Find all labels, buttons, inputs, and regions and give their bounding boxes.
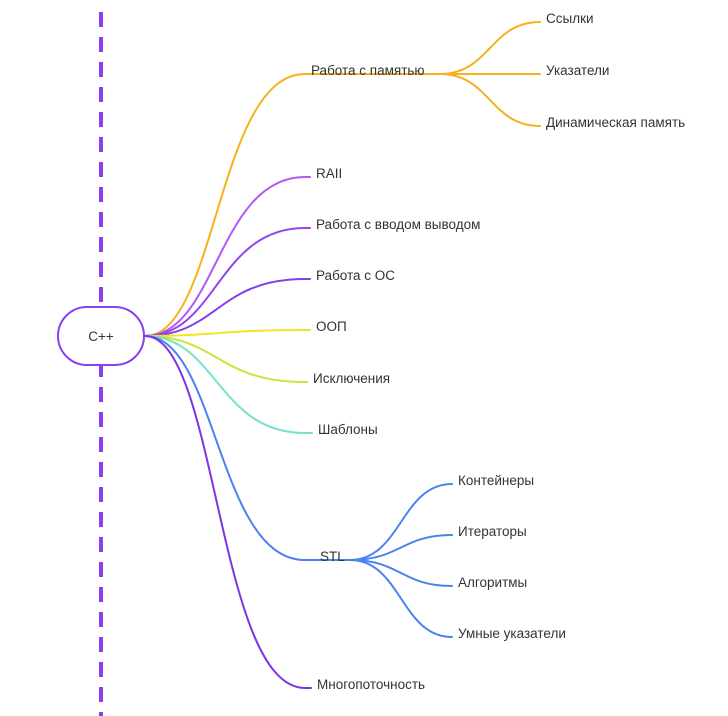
node-memory-child-0[interactable]: Ссылки [546,11,594,26]
connector-stl-child-1 [349,534,453,561]
node-stl-child-2[interactable]: Алгоритмы [458,575,528,590]
root-node[interactable]: C++ [57,306,145,366]
node-os[interactable]: Работа с ОС [316,268,396,283]
connector-layer [144,21,541,689]
node-io[interactable]: Работа с вводом выводом [316,217,481,232]
connector-stl-child-3 [349,559,453,638]
connector-memory-child-0 [439,21,541,75]
node-stl-child-0[interactable]: Контейнеры [458,473,535,488]
node-threads[interactable]: Многопоточность [317,677,426,692]
node-memory-child-1[interactable]: Указатели [546,63,610,78]
connector-io [144,227,311,337]
connector-memory-child-2 [439,73,541,127]
connector-stl [144,335,351,561]
connector-stl-child-2 [349,559,453,587]
node-stl[interactable]: STL [320,549,345,564]
connector-raii [144,176,311,337]
connector-threads [144,335,312,689]
node-oop[interactable]: ООП [316,319,347,334]
node-raii[interactable]: RAII [316,166,343,181]
connector-os [144,278,311,337]
node-exceptions[interactable]: Исключения [313,371,391,386]
connector-templates [144,335,313,434]
node-templates[interactable]: Шаблоны [318,422,378,437]
node-stl-child-1[interactable]: Итераторы [458,524,527,539]
connector-exceptions [144,335,308,383]
connector-memory [144,73,441,337]
node-stl-child-3[interactable]: Умные указатели [458,626,566,641]
node-memory[interactable]: Работа с памятью [311,63,425,78]
node-memory-child-2[interactable]: Динамическая память [546,115,686,130]
connector-stl-child-0 [349,483,453,561]
root-label: C++ [88,328,114,344]
connector-oop [144,329,311,337]
